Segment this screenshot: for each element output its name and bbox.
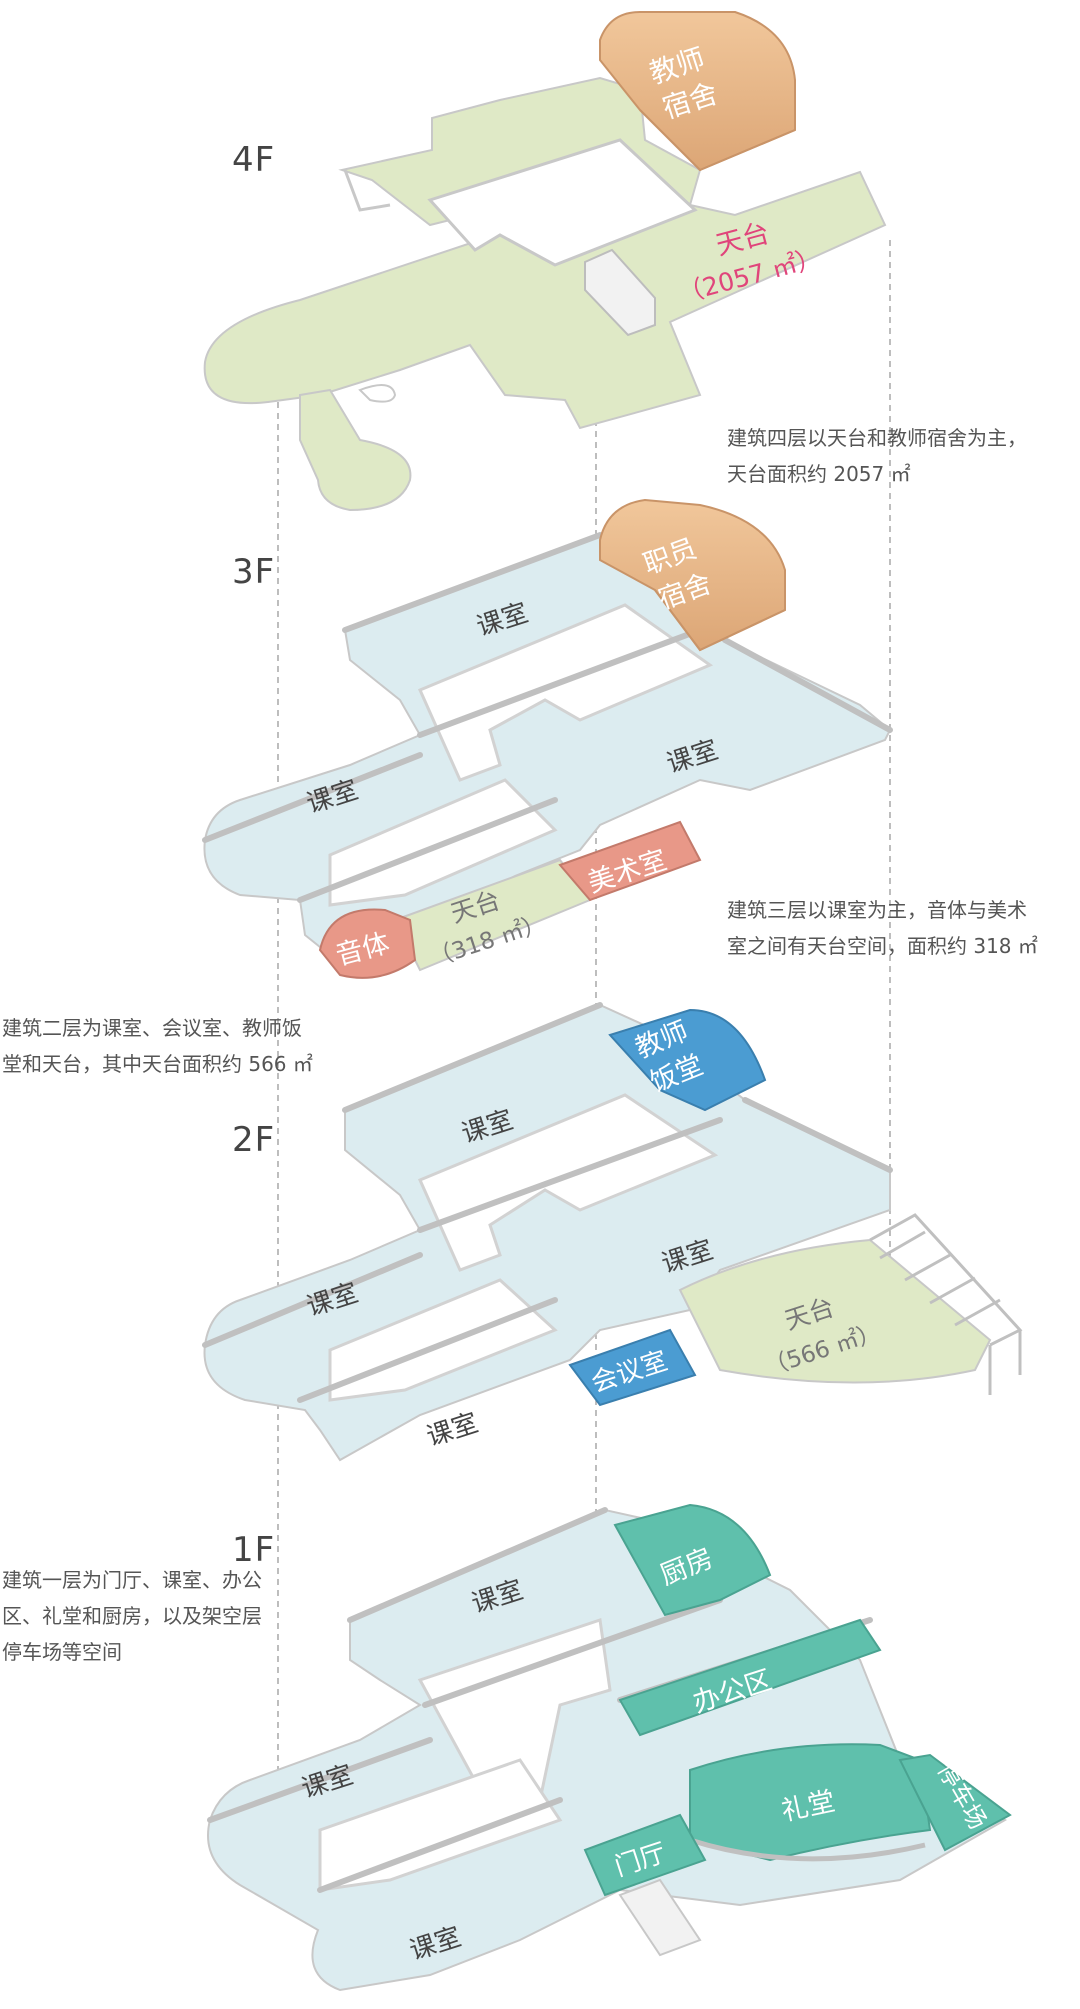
floor-4f-round bbox=[358, 384, 397, 403]
floor-4f-dorm-box bbox=[599, 11, 796, 172]
floor-1f-note-line-1: 建筑一层为门厅、课室、办公 bbox=[2, 1568, 262, 1592]
floor-1f-plan: 厨房 办公区 礼堂 停车场 门厅 课室 课室 课室 bbox=[207, 1503, 1012, 1992]
floor-1f-kitchen bbox=[613, 1503, 772, 1617]
floor-2f-courtyard-2 bbox=[328, 1278, 558, 1402]
floor-2f-plan: 教师 饭堂 会议室 课室 课室 课室 课室 天台 （566 ㎡） bbox=[202, 1002, 1023, 1462]
floor-label-4f: 4F bbox=[232, 140, 276, 180]
floor-3f-courtyard bbox=[418, 603, 714, 782]
floor-1f-hall-wall bbox=[689, 1837, 926, 1862]
floor-3f-walls bbox=[202, 532, 893, 903]
floor-3f-plan: 美术室 音体 职员 宿舍 课室 课室 课室 天台 （318 ㎡） bbox=[202, 498, 893, 979]
floor-4f-stair-tower bbox=[584, 248, 656, 337]
floor-2f-courtyard bbox=[418, 1093, 719, 1272]
floor-3f-art-room bbox=[558, 820, 702, 902]
floor-4f-note: 建筑四层以天台和教师宿舍为主， 天台面积约 2057 ㎡ bbox=[727, 420, 1027, 492]
floor-3f-note: 建筑三层以课室为主，音体与美术 室之间有天台空间，面积约 318 ㎡ bbox=[727, 892, 1038, 964]
floor-1f-office bbox=[618, 1618, 882, 1737]
floor-2f-canteen bbox=[608, 1008, 767, 1112]
floor-1f-courtyard-2 bbox=[318, 1758, 563, 1892]
floor-2f-note-line-2: 堂和天台，其中天台面积约 566 ㎡ bbox=[2, 1052, 313, 1076]
floor-2f-meeting-room bbox=[568, 1328, 697, 1407]
floor-2f-note-line-1: 建筑二层为课室、会议室、教师饭 bbox=[2, 1016, 302, 1040]
floor-1f-lobby bbox=[583, 1813, 707, 1897]
floor-4f-parapet bbox=[343, 169, 391, 212]
floor-4f-lobe bbox=[299, 388, 412, 512]
floor-4f-note-line-1: 建筑四层以天台和教师宿舍为主， bbox=[727, 426, 1027, 450]
floor-1f-note: 建筑一层为门厅、课室、办公 区、礼堂和厨房，以及架空层 停车场等空间 bbox=[2, 1562, 262, 1670]
floor-4f-courtyard bbox=[427, 138, 698, 267]
floor-3f-note-line-1: 建筑三层以课室为主，音体与美术 bbox=[727, 898, 1027, 922]
floor-1f-note-line-3: 停车场等空间 bbox=[2, 1640, 122, 1664]
floor-2f-note: 建筑二层为课室、会议室、教师饭 堂和天台，其中天台面积约 566 ㎡ bbox=[2, 1010, 313, 1082]
floor-4f-note-line-2: 天台面积约 2057 ㎡ bbox=[727, 462, 911, 486]
floor-2f-classroom-label-4: 课室 bbox=[423, 1408, 482, 1453]
floor-2f-walls bbox=[202, 1002, 893, 1403]
floor-1f-note-line-2: 区、礼堂和厨房，以及架空层 bbox=[2, 1604, 262, 1628]
floor-label-3f: 3F bbox=[232, 552, 276, 592]
floor-1f-parking bbox=[898, 1753, 1012, 1852]
floor-3f-note-line-2: 室之间有天台空间，面积约 318 ㎡ bbox=[727, 934, 1038, 958]
floor-4f-plan: 教师 宿舍 天台 （2057 ㎡） bbox=[203, 11, 887, 512]
floor-2f-pergola bbox=[869, 1213, 1023, 1395]
floor-label-2f: 2F bbox=[232, 1120, 276, 1160]
floor-label-1f: 1F bbox=[232, 1530, 276, 1570]
floor-1f-walls bbox=[207, 1507, 873, 1893]
floor-3f-music-room bbox=[318, 908, 417, 979]
floor-3f-dorm-box bbox=[599, 498, 786, 652]
floor-1f-entrance-ramp bbox=[618, 1878, 702, 1957]
